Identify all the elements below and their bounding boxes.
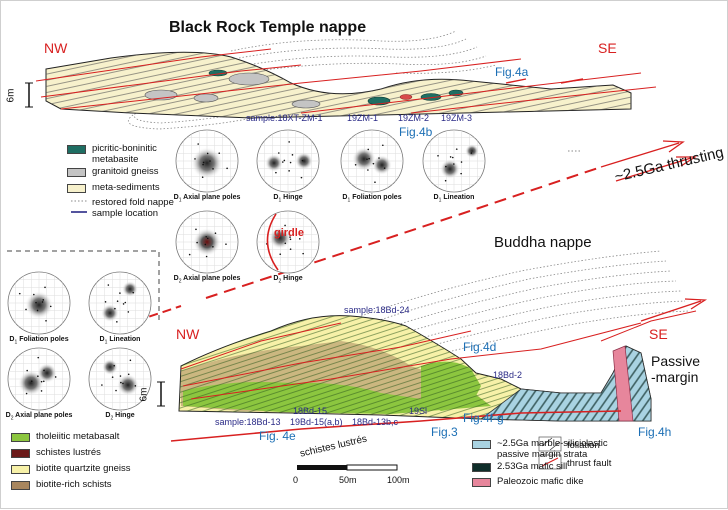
legend-upper-b-label-0: granitoid gneiss (92, 166, 159, 177)
sample-18XT-ZM-1: sample:18XT-ZM-1 (246, 113, 323, 123)
upper-scale-label: 6m (5, 88, 17, 103)
sample-18Bd-13: sample:18Bd-13 (215, 417, 281, 427)
upper-nappe-section (35, 48, 657, 119)
sample-19ZM-1: 19ZM-1 (347, 113, 379, 123)
inset-border (7, 250, 160, 321)
scale-zero: 0 (293, 475, 299, 485)
upper-stereonet-label-1: D1 Hinge (273, 194, 303, 204)
stereonet-group (7, 129, 486, 411)
lower-stereonet-6 (7, 271, 71, 335)
sample-19Bd-15ab: 19Bd-15(a,b) (290, 417, 343, 427)
legend-upper-label-0: picritic-boninitic (92, 143, 157, 154)
legend-lower-swatch-2 (11, 465, 30, 474)
scale-50m: 50m (339, 475, 357, 485)
upper-stereonet-label-0: D1 Axial plane poles (173, 194, 241, 204)
lower-stereonet-label-7: D1 Lineation (99, 336, 141, 346)
legend-upper-label2-0: metabasite (92, 154, 139, 165)
legend-lower-label-1: schistes lustrés (36, 447, 101, 458)
upper-stereonet-5 (256, 210, 320, 274)
legend-lower-swatch-0 (11, 433, 30, 442)
upper-stereonet-1 (256, 129, 320, 193)
fig4e-ref: Fig. 4e (259, 429, 296, 443)
upper-stereonet-3 (422, 129, 486, 193)
legend-foliation-symbol (541, 437, 561, 451)
upper-stereonet-label-4: D2 Axial plane poles (173, 275, 241, 285)
lower-restored-fold-lines (360, 250, 690, 359)
lower-se-label: SE (649, 326, 668, 342)
passive-margin-label: Passive-margin (651, 353, 701, 385)
legend-right-a-label-0: ~2.5Ga marble-siliciclastic (497, 438, 608, 449)
horizontal-scale-bar (297, 464, 398, 471)
sample-19Sl: 19Sl (409, 406, 428, 416)
fig3-ref: Fig.3 (431, 425, 458, 439)
legend-upper-b-swatch-0 (67, 168, 86, 177)
fig4a-ref: Fig.4a (495, 65, 529, 79)
legend-thrust-symbol (541, 457, 559, 467)
legend-upper-b-label-1: meta-sediments (92, 182, 160, 193)
legend-right-thrust: thrust fault (567, 458, 612, 469)
sample-18Bd-15: 18Bd-15 (293, 406, 328, 416)
sample-18Bd-2: 18Bd-2 (493, 370, 523, 380)
girdle-label: girdle (274, 227, 304, 239)
upper-stereonet-4 (175, 210, 239, 274)
legend-right-b-swatch-0 (472, 463, 491, 472)
upper-nw-label: NW (44, 40, 68, 56)
legend-upper-sample: sample location (92, 208, 159, 219)
thrusting-arrow (205, 166, 602, 299)
legend-lower-label-2: biotite quartzite gneiss (36, 463, 131, 474)
lower-nappe-section (170, 298, 708, 442)
sample-19ZM-2: 19ZM-2 (398, 113, 430, 123)
legend-right-foliation: foliation (567, 440, 600, 451)
sample-19ZM-3: 19ZM-3 (441, 113, 473, 123)
fig4fg-ref: Fig.4f-g (463, 411, 504, 425)
legend-right-b-label-1: Paleozoic mafic dike (497, 476, 584, 487)
legend-upper-swatch-0 (67, 145, 86, 154)
upper-stereonet-2 (340, 129, 404, 193)
lower-scale-label: 6m (138, 387, 150, 402)
lower-stereonet-label-8: D2 Axial plane poles (5, 412, 73, 422)
lower-stereonet-7 (88, 271, 152, 335)
upper-stereonet-label-3: D1 Lineation (433, 194, 475, 204)
legend-right-a-swatch-0 (472, 440, 491, 449)
lower-nw-label: NW (176, 326, 200, 342)
upper-stereonet-label-2: D1 Foliation poles (342, 194, 402, 204)
lower-stereonet-9 (88, 347, 152, 411)
upper-nappe-title: Black Rock Temple nappe (169, 19, 367, 36)
upper-restored-fold-lines (128, 30, 497, 130)
fig4h-ref: Fig.4h (638, 425, 672, 439)
lower-stereonet-label-6: D1 Foliation poles (9, 336, 69, 346)
legend-lower-swatch-1 (11, 449, 30, 458)
scale-100m: 100m (387, 475, 410, 485)
legend-upper-b-swatch-1 (67, 184, 86, 193)
legend-right-a-label2-0: passive margin strata (497, 449, 588, 460)
fig4d-ref: Fig.4d (463, 340, 497, 354)
fig4b-ref: Fig.4b (399, 125, 433, 139)
legend-lower-label-0: tholeiitic metabasalt (36, 431, 120, 442)
sample-18Bd-24: sample:18Bd-24 (344, 305, 410, 315)
upper-stereonet-0 (175, 129, 239, 193)
sample-18Bd-13bc: 18Bd-13b,c (352, 417, 399, 427)
lower-stereonet-label-9: D2 Hinge (105, 412, 135, 422)
legend-right-b-label-0: 2.53Ga mafic sill (497, 461, 568, 472)
lower-nappe-title: Buddha nappe (494, 234, 592, 251)
upper-se-label: SE (598, 40, 617, 56)
lower-stereonet-8 (7, 347, 71, 411)
legend-right-b-swatch-1 (472, 478, 491, 487)
legend-lower-swatch-3 (11, 481, 30, 490)
legend-upper-fold: restored fold nappe (92, 197, 174, 208)
upper-stereonet-label-5: D2 Hinge (273, 275, 303, 285)
legend-lower-label-3: biotite-rich schists (36, 479, 112, 490)
